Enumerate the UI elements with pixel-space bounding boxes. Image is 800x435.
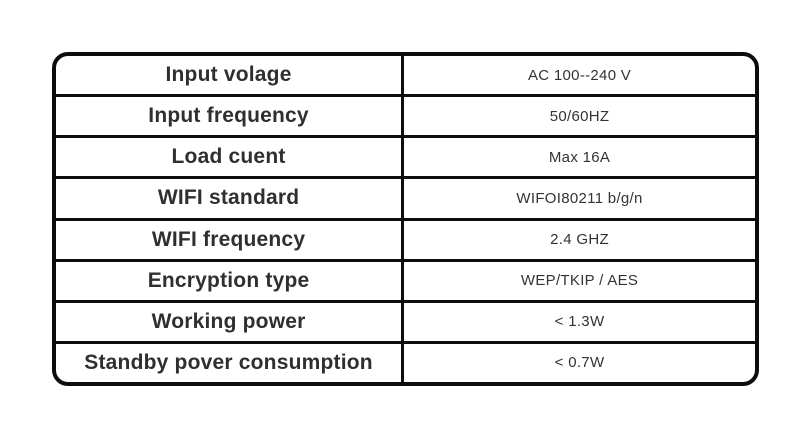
spec-label-input-voltage: Input volage — [56, 56, 405, 95]
table-row: Input frequency 50/60HZ — [56, 97, 755, 139]
spec-label-encryption-type: Encryption type — [56, 261, 405, 300]
product-spec-table: Input volage AC 100--240 V Input frequen… — [52, 52, 759, 386]
table-row: Working power < 1.3W — [56, 302, 755, 344]
spec-value-standby-power: < 0.7W — [554, 354, 605, 372]
spec-value-input-frequency: 50/60HZ — [549, 107, 610, 125]
spec-label-wifi-frequency: WIFI frequency — [56, 220, 405, 259]
spec-label-working-power: Working power — [56, 302, 405, 341]
spec-value-encryption-type: WEP/TKIP / AES — [520, 272, 639, 290]
spec-label-input-frequency: Input frequency — [56, 97, 405, 136]
spec-value-wifi-frequency: 2.4 GHZ — [550, 231, 609, 249]
spec-value-input-voltage: AC 100--240 V — [527, 66, 632, 84]
spec-value-wifi-standard: WIFOI80211 b/g/n — [516, 189, 643, 207]
spec-label-load-current: Load cuent — [56, 138, 405, 177]
table-row: Standby pover consumption < 0.7W — [56, 343, 755, 382]
spec-label-wifi-standard: WIFI standard — [56, 179, 405, 218]
table-row: Load cuent Max 16A — [56, 138, 755, 180]
spec-label-standby-power: Standby pover consumption — [56, 343, 405, 382]
table-row: Input volage AC 100--240 V — [56, 56, 755, 98]
table-row: Encryption type WEP/TKIP / AES — [56, 261, 755, 303]
spec-value-working-power: < 1.3W — [554, 313, 605, 331]
table-row: WIFI frequency 2.4 GHZ — [56, 220, 755, 262]
table-row: WIFI standard WIFOI80211 b/g/n — [56, 179, 755, 221]
spec-value-load-current: Max 16A — [548, 148, 611, 166]
